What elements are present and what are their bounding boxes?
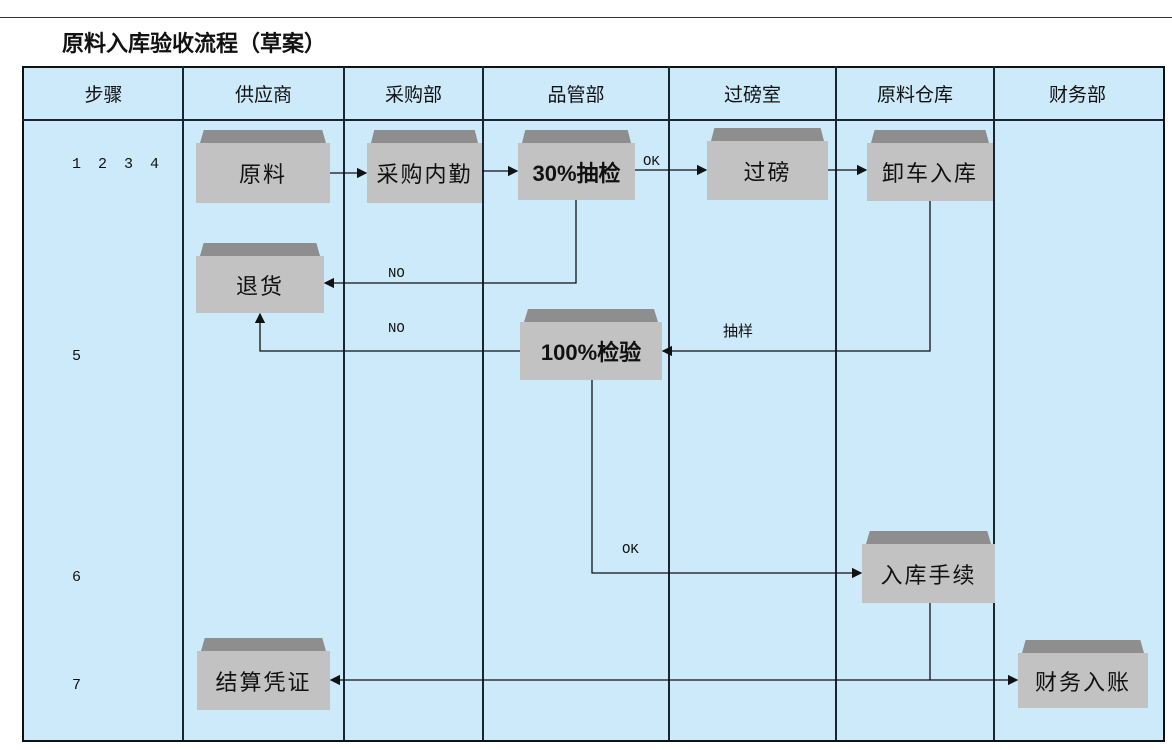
process-box-raw: 原料 bbox=[196, 130, 330, 203]
process-box-storage: 入库手续 bbox=[862, 531, 995, 603]
arrow-sample-return bbox=[323, 200, 577, 289]
process-box-weigh: 过磅 bbox=[707, 128, 828, 200]
step-label: 6 bbox=[72, 569, 86, 586]
process-box-sample30: 30%抽检 bbox=[518, 130, 635, 200]
process-box-inspect100: 100%检验 bbox=[520, 309, 662, 380]
column-header-warehouse: 原料仓库 bbox=[876, 83, 953, 106]
label-sampling: 抽样 bbox=[723, 322, 754, 340]
process-box-voucher: 结算凭证 bbox=[197, 638, 330, 710]
arrow-inspect-storage bbox=[591, 380, 863, 579]
page-title: 原料入库验收流程（草案） bbox=[62, 32, 327, 57]
column-header-finance: 财务部 bbox=[1048, 83, 1106, 106]
column-header-steps: 步骤 bbox=[84, 83, 123, 106]
label-no: NO bbox=[388, 266, 405, 282]
process-box-finance: 财务入账 bbox=[1018, 640, 1148, 708]
column-header-qc: 品管部 bbox=[547, 83, 605, 106]
process-box-unload: 卸车入库 bbox=[867, 130, 993, 201]
label-no: NO bbox=[388, 321, 405, 337]
step-label: 7 bbox=[72, 677, 86, 694]
column-header-weighing: 过磅室 bbox=[723, 83, 781, 106]
column-header-supplier: 供应商 bbox=[234, 83, 292, 106]
step-label: 5 bbox=[72, 348, 86, 365]
top-rule bbox=[0, 17, 1172, 18]
step-label: 1 2 3 4 bbox=[72, 156, 164, 173]
column-header-purchasing: 采购部 bbox=[384, 83, 442, 106]
process-box-purchase: 采购内勤 bbox=[367, 130, 482, 203]
arrow-unload-inspect bbox=[661, 201, 931, 357]
label-ok: OK bbox=[622, 542, 639, 558]
label-ok: OK bbox=[643, 154, 660, 170]
process-box-return: 退货 bbox=[196, 243, 324, 313]
arrow-inspect-return bbox=[254, 312, 520, 352]
